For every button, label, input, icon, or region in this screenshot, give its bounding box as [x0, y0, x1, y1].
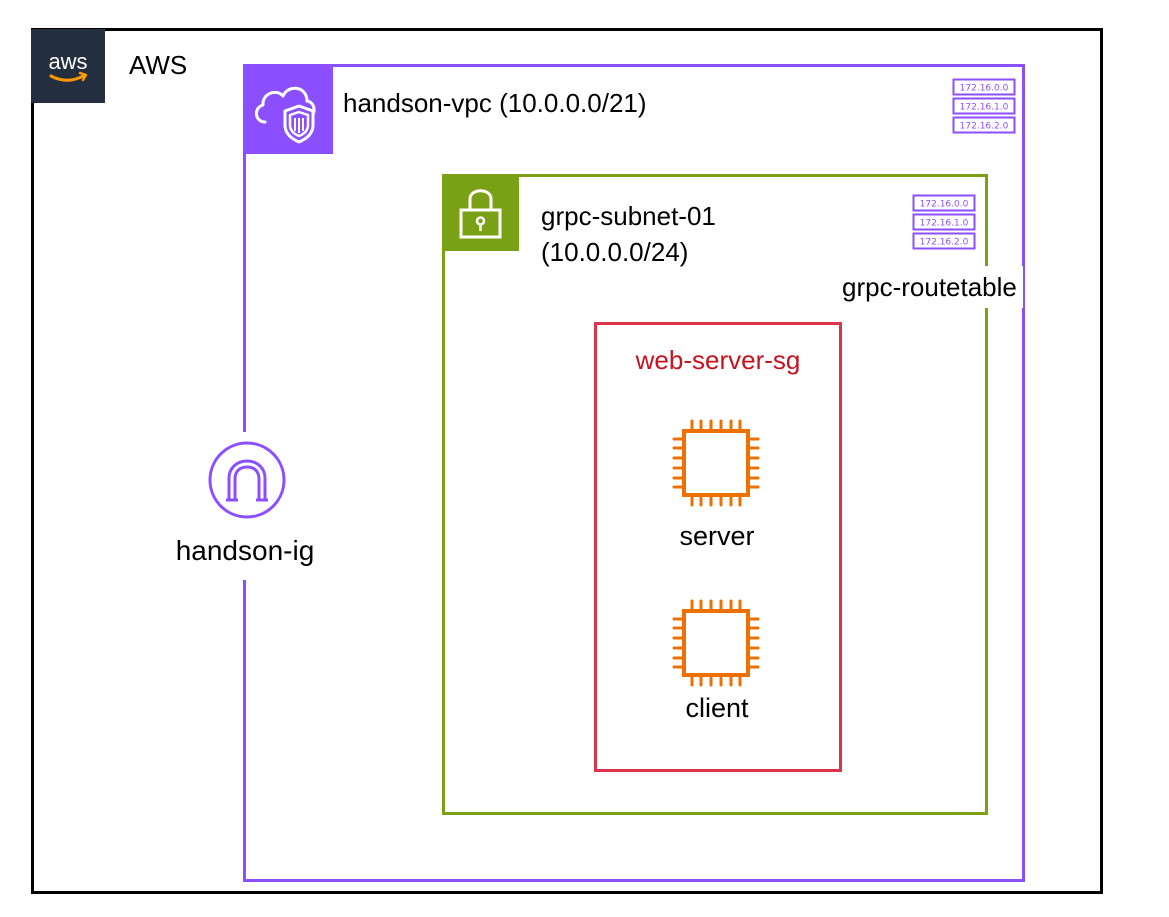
aws-logo-icon: aws: [48, 49, 88, 82]
aws-group-title: AWS: [129, 50, 188, 80]
security-group: [594, 322, 842, 772]
route-table-entry: 172.16.0.0: [920, 200, 969, 210]
ec2-instance-icon: [672, 599, 760, 687]
subnet-group: [442, 174, 988, 815]
internet-gateway-label: handson-ig: [175, 535, 315, 566]
internet-gateway-icon: [208, 441, 286, 519]
route-table-entry: 172.16.0.0: [960, 84, 1009, 94]
aws-logo: aws: [31, 29, 105, 103]
route-table-icon: 172.16.0.0 172.16.1.0 172.16.2.0: [952, 78, 1016, 134]
lock-icon: [442, 174, 519, 251]
vpc-title: handson-vpc (10.0.0.0/21): [343, 88, 647, 118]
route-table-entry: 172.16.1.0: [920, 219, 969, 229]
vpc-icon: [243, 64, 333, 154]
route-table-entry: 172.16.1.0: [960, 103, 1009, 113]
security-group-title: web-server-sg: [635, 345, 801, 375]
instance-label-client: client: [685, 693, 749, 723]
ec2-instance-icon: [672, 419, 760, 507]
instance-label-server: server: [679, 521, 755, 551]
aws-logo-text: aws: [48, 49, 87, 74]
subnet-name: grpc-subnet-01: [541, 201, 716, 231]
subnet-title: grpc-subnet-01 (10.0.0.0/24): [541, 198, 716, 270]
route-table-icon: 172.16.0.0 172.16.1.0 172.16.2.0: [912, 194, 976, 250]
route-table-entry: 172.16.2.0: [960, 122, 1009, 132]
subnet-cidr: (10.0.0.0/24): [541, 237, 689, 267]
aws-cloud-group: [31, 28, 1103, 894]
route-table-label: grpc-routetable: [836, 266, 1023, 308]
route-table-entry: 172.16.2.0: [920, 238, 969, 248]
